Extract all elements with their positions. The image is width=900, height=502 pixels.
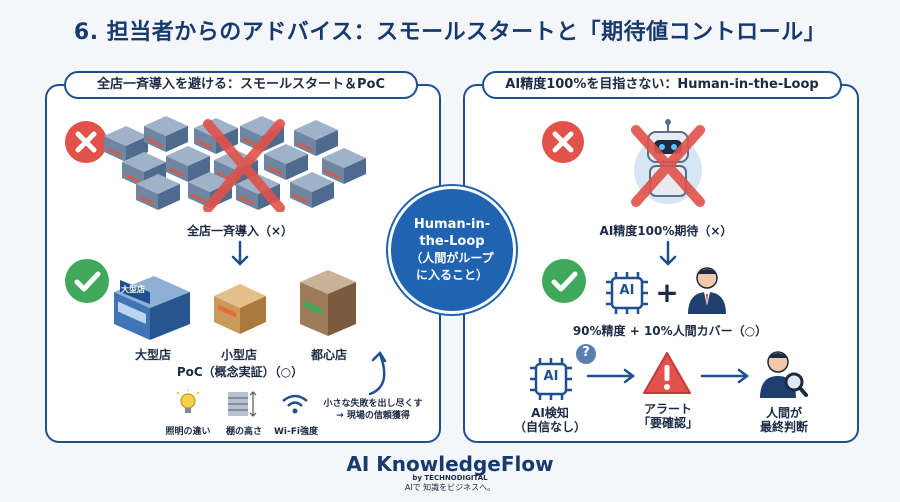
store-label-large: 大型店 (134, 348, 171, 362)
shelf-height-icon (228, 391, 257, 417)
right-panel-title: AI精度100%を目指さない：Human-in-the-Loop (482, 71, 842, 99)
curved-arrow-icon (368, 351, 387, 396)
store-grid-illustration (104, 116, 366, 212)
question-bubble (576, 344, 596, 364)
check-icon (541, 258, 587, 304)
wifi-icon (282, 394, 308, 414)
logo-tagline: AIで 知識をビジネスへ。 (404, 483, 496, 492)
small-store-icon (214, 284, 266, 334)
ai-detect-chip-icon (530, 358, 572, 400)
ai-detect-chip-label: AI (543, 369, 559, 384)
factor-shelf: 棚の高さ (225, 427, 262, 437)
flow-step-1-line-1: AI検知 (531, 406, 569, 420)
page-title: 6. 担当者からのアドバイス：スモールスタートと「期待値コントロール」 (73, 20, 827, 45)
down-arrow-icon (659, 240, 677, 266)
store-label-city: 都心店 (310, 348, 347, 362)
city-store-icon (300, 270, 356, 336)
robot-icon (631, 119, 705, 207)
flow-arrow-1 (586, 368, 636, 384)
flow-step-3-line-2: 最終判断 (759, 420, 808, 434)
human-in-the-loop-badge: Human-in- the-Loop （人間がループ に入ること） (388, 186, 516, 314)
footer-logo: AI KnowledgeFlow by TECHNODIGITAL AIで 知識… (0, 452, 900, 493)
large-store-icon (114, 276, 190, 340)
question-mark: ? (582, 345, 590, 360)
bad-rollout-caption: 全店一斉導入（×） (186, 224, 294, 238)
flow-arrow-2 (700, 368, 750, 384)
badge-line-1: Human-in- (413, 217, 491, 232)
badge-line-3: （人間がループ (410, 251, 494, 265)
person-magnifier-icon (760, 351, 808, 398)
flow-step-2-line-1: アラート (643, 402, 692, 416)
badge-line-4: に入ること） (415, 268, 488, 282)
lightbulb-icon (176, 390, 200, 413)
flow-step-3-line-1: 人間が (765, 406, 802, 420)
large-store-sign: 大型店 (121, 285, 145, 294)
factor-wifi: Wi-Fi強度 (274, 427, 318, 437)
logo-ai: AI (346, 452, 377, 476)
logo-name: KnowledgeFlow (376, 452, 554, 476)
cross-icon (64, 120, 108, 164)
down-arrow-icon (231, 240, 249, 266)
logo-by: by TECHNODIGITAL (412, 474, 488, 482)
warning-icon (643, 352, 691, 394)
left-panel-title: 全店一斉導入を避ける：スモールスタート＆PoC (64, 71, 418, 99)
factor-lighting: 照明の違い (165, 427, 211, 437)
plus-sign: + (655, 276, 679, 309)
cross-icon (541, 120, 585, 164)
flow-step-1-line-2: （自信なし） (513, 420, 586, 434)
check-icon (64, 258, 110, 304)
badge-line-2: the-Loop (419, 234, 485, 249)
ai-chip-icon (606, 272, 648, 314)
poc-caption: PoC（概念実証）（○） (176, 365, 304, 379)
person-icon (688, 267, 726, 314)
ai-accuracy-bad-caption: AI精度100%期待（×） (599, 224, 733, 238)
ai-chip-label: AI (619, 283, 635, 298)
hybrid-good-caption: 90%精度 + 10%人間カバー（○） (572, 324, 768, 338)
flow-step-2-line-2: 「要確認」 (637, 416, 698, 430)
note-line-1: 小さな失敗を出し尽くす (323, 399, 423, 409)
store-label-small: 小型店 (220, 348, 257, 362)
note-line-2: → 現場の信頼獲得 (336, 411, 410, 421)
